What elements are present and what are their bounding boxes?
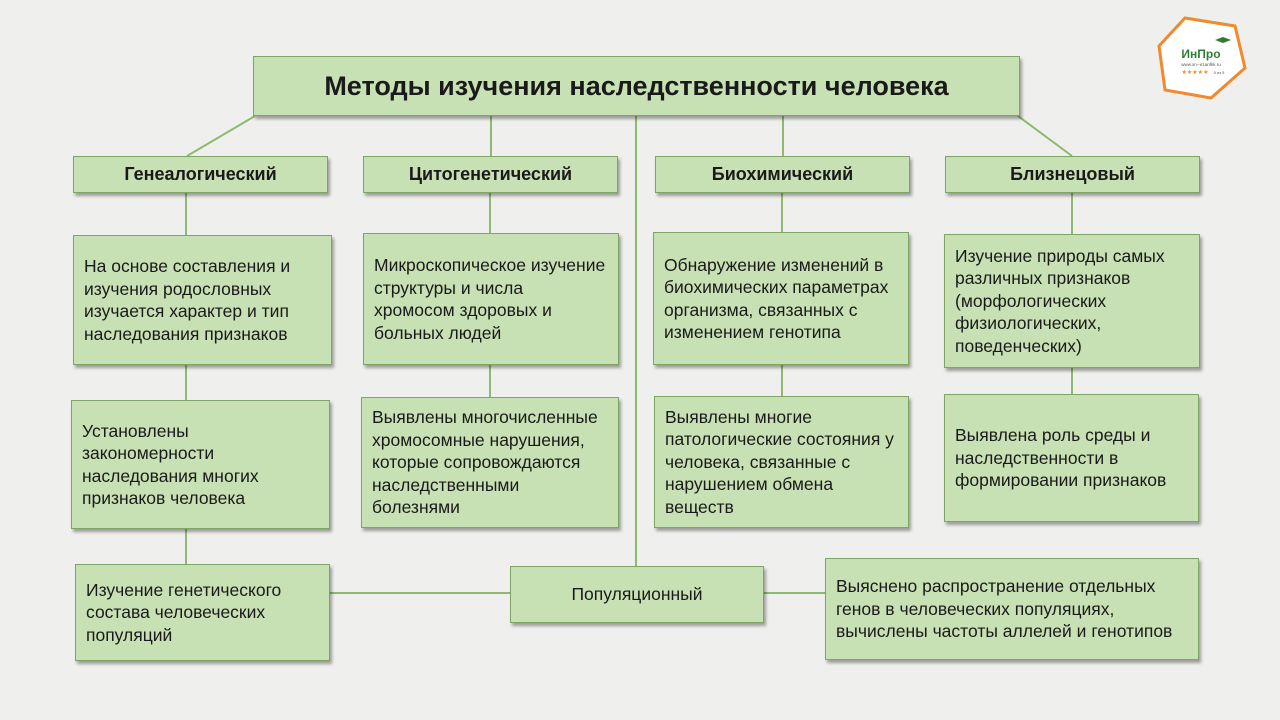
- method-biochemical-name: Биохимический: [711, 164, 854, 184]
- method-population-header: Популяционный: [510, 566, 764, 623]
- method-population-name: Популяционный: [571, 584, 703, 604]
- twin-description-text: Изучение природы самых различных признак…: [955, 245, 1165, 356]
- genealogical-description-text: На основе составления и изучения родосло…: [84, 256, 291, 344]
- cytogenetic-result-text: Выявлены многочисленные хромосомные нару…: [372, 407, 598, 518]
- genealogical-result: Установлены закономерности наследования …: [71, 400, 330, 529]
- twin-result: Выявлена роль среды и наследственности в…: [944, 394, 1199, 522]
- diagram-title: Методы изучения наследственности человек…: [253, 56, 1020, 116]
- method-twin-header: Близнецовый: [945, 156, 1200, 193]
- cytogenetic-description-text: Микроскопическое изучение структуры и чи…: [374, 255, 606, 343]
- cytogenetic-result: Выявлены многочисленные хромосомные нару…: [361, 397, 619, 528]
- population-result: Выяснено распространение отдельных генов…: [825, 558, 1199, 660]
- biochemical-description: Обнаружение изменений в биохимических па…: [653, 232, 909, 365]
- genealogical-result-text: Установлены закономерности наследования …: [82, 420, 259, 509]
- cytogenetic-description: Микроскопическое изучение структуры и чи…: [363, 233, 619, 365]
- twin-result-text: Выявлена роль среды и наследственности в…: [955, 425, 1167, 491]
- population-result-text: Выяснено распространение отдельных генов…: [836, 576, 1173, 642]
- twin-description: Изучение природы самых различных признак…: [944, 234, 1200, 368]
- svg-text:★★★★★: ★★★★★: [1182, 69, 1209, 76]
- method-cytogenetic-name: Цитогенетический: [408, 164, 573, 184]
- title-text: Методы изучения наследственности человек…: [324, 70, 949, 101]
- biochemical-result-text: Выявлены многие патологические состояния…: [665, 406, 894, 517]
- method-twin-name: Близнецовый: [1010, 164, 1135, 184]
- svg-text:ИнПро: ИнПро: [1181, 47, 1220, 61]
- method-cytogenetic-header: Цитогенетический: [363, 156, 618, 193]
- inpro-logo: ИнПро www.xn--e1anfkk.ru ★★★★★ 5 из 5: [1157, 16, 1247, 100]
- biochemical-result: Выявлены многие патологические состояния…: [654, 396, 909, 528]
- biochemical-description-text: Обнаружение изменений в биохимических па…: [664, 254, 889, 343]
- population-description: Изучение генетического состава человечес…: [75, 564, 330, 661]
- method-genealogical-header: Генеалогический: [73, 156, 328, 193]
- method-biochemical-header: Биохимический: [655, 156, 910, 193]
- svg-text:5 из 5: 5 из 5: [1214, 70, 1226, 75]
- genealogical-description: На основе составления и изучения родосло…: [73, 235, 332, 365]
- method-genealogical-name: Генеалогический: [124, 164, 277, 184]
- population-description-text: Изучение генетического состава человечес…: [86, 579, 282, 645]
- svg-text:www.xn--e1anfkk.ru: www.xn--e1anfkk.ru: [1181, 62, 1221, 67]
